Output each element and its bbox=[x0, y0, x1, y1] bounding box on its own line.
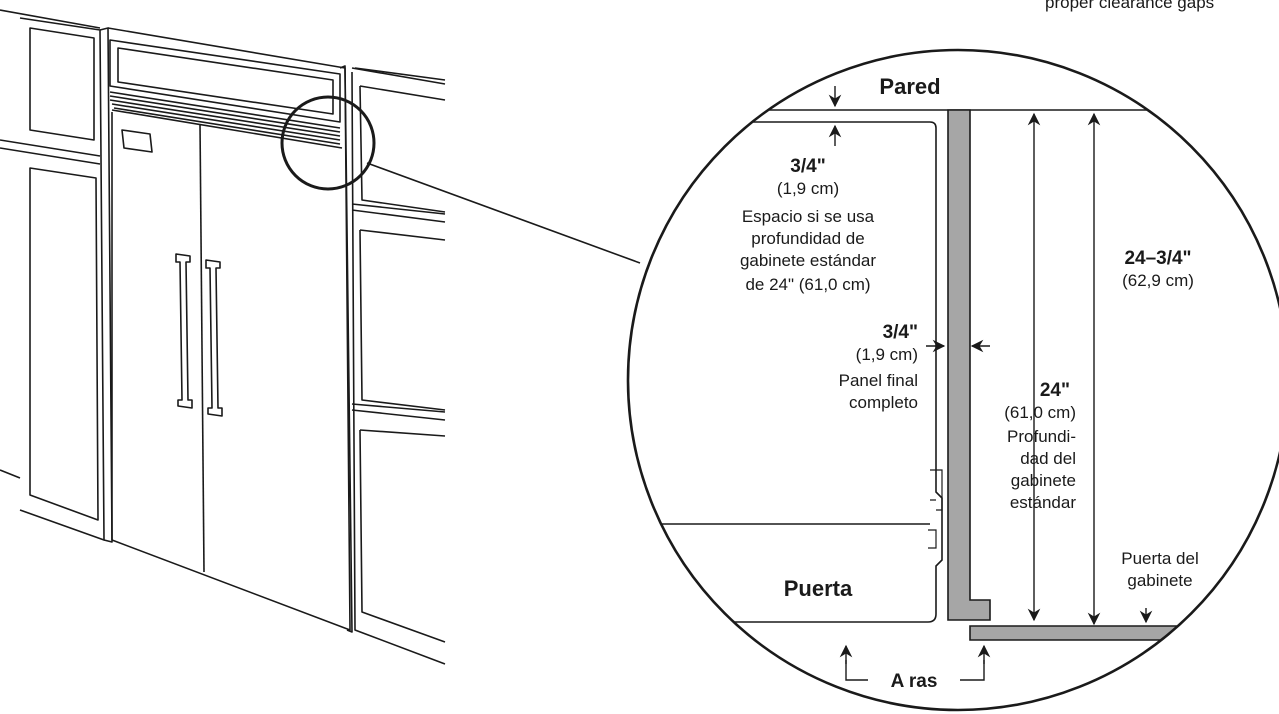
refrigerator bbox=[107, 27, 353, 633]
svg-text:gabinete estándar: gabinete estándar bbox=[740, 251, 876, 270]
door-label: Puerta bbox=[784, 576, 853, 601]
svg-text:(61,0 cm): (61,0 cm) bbox=[1004, 403, 1076, 422]
svg-text:24": 24" bbox=[1040, 380, 1070, 401]
refrigerator-scene bbox=[0, 9, 446, 665]
refrigerator-side bbox=[628, 121, 943, 623]
end-panel bbox=[947, 109, 991, 621]
side-gap-label: 3/4" (1,9 cm) Panel final completo bbox=[839, 322, 918, 412]
svg-text:Puerta del: Puerta del bbox=[1121, 549, 1199, 568]
top-gap-label: 3/4" (1,9 cm) Espacio si se usa profundi… bbox=[740, 156, 876, 294]
left-cabinets bbox=[0, 17, 113, 543]
svg-text:dad del: dad del bbox=[1020, 449, 1076, 468]
zoom-circle bbox=[626, 48, 1279, 712]
flush-label: A ras bbox=[891, 671, 938, 692]
flush-bracket-left bbox=[845, 660, 868, 681]
svg-text:24–3/4": 24–3/4" bbox=[1124, 248, 1191, 269]
cabinet-door-label: Puerta del gabinete bbox=[1121, 549, 1199, 590]
total-depth-label: 24–3/4" (62,9 cm) bbox=[1122, 248, 1194, 290]
hinge-detail bbox=[928, 469, 943, 549]
svg-text:Espacio si se usa: Espacio si se usa bbox=[742, 207, 875, 226]
svg-text:completo: completo bbox=[849, 393, 918, 412]
svg-text:Profundi-: Profundi- bbox=[1007, 427, 1076, 446]
top-caption: proper clearance gaps bbox=[1045, 0, 1214, 12]
flush-bracket-right bbox=[960, 660, 985, 681]
magnifier-circle bbox=[280, 95, 376, 191]
svg-text:estándar: estándar bbox=[1010, 493, 1076, 512]
callout-line-lower bbox=[366, 162, 641, 264]
svg-text:(1,9 cm): (1,9 cm) bbox=[856, 345, 918, 364]
zoom-detail: Pared 3/4" (1,9 cm) Espacio si se usa pr… bbox=[626, 48, 1279, 712]
svg-text:profundidad de: profundidad de bbox=[751, 229, 864, 248]
svg-text:gabinete: gabinete bbox=[1011, 471, 1076, 490]
svg-text:de 24" (61,0 cm): de 24" (61,0 cm) bbox=[745, 275, 870, 294]
svg-text:3/4": 3/4" bbox=[883, 322, 918, 343]
right-cabinets bbox=[351, 67, 446, 665]
cabinet-door-panel bbox=[969, 625, 1279, 641]
wall-label: Pared bbox=[879, 74, 940, 99]
svg-text:(1,9 cm): (1,9 cm) bbox=[777, 179, 839, 198]
cabinet-depth-label: 24" (61,0 cm) Profundi- dad del gabinete… bbox=[1004, 380, 1076, 512]
svg-text:(62,9 cm): (62,9 cm) bbox=[1122, 271, 1194, 290]
door-handles bbox=[175, 253, 223, 417]
svg-text:Panel final: Panel final bbox=[839, 371, 918, 390]
svg-text:gabinete: gabinete bbox=[1127, 571, 1192, 590]
svg-text:3/4": 3/4" bbox=[790, 156, 825, 177]
